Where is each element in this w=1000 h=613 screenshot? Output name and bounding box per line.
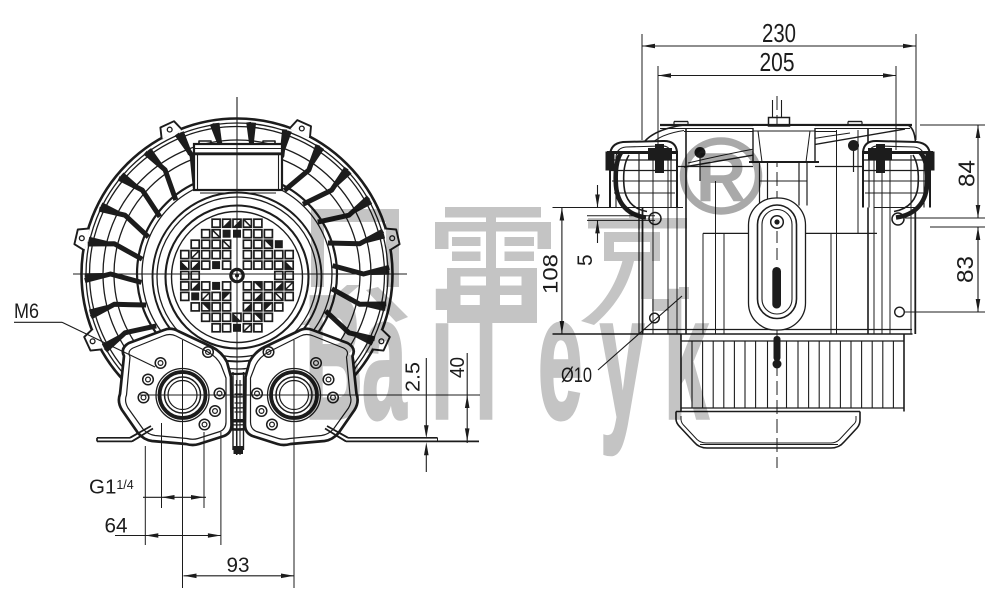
svg-text:64: 64 — [105, 514, 128, 538]
svg-text:108: 108 — [540, 254, 563, 294]
svg-text:Ø10: Ø10 — [561, 364, 592, 387]
svg-text:B: B — [305, 258, 363, 455]
svg-text:93: 93 — [227, 553, 250, 577]
svg-text:l: l — [475, 258, 497, 455]
svg-text:83: 83 — [952, 256, 978, 283]
svg-text:84: 84 — [954, 160, 980, 187]
svg-text:M6: M6 — [14, 300, 39, 323]
svg-text:205: 205 — [760, 47, 795, 77]
svg-text:R: R — [696, 138, 747, 216]
svg-text:5: 5 — [574, 254, 597, 266]
svg-text:k: k — [664, 258, 709, 455]
svg-text:y: y — [600, 258, 644, 455]
svg-text:230: 230 — [762, 18, 796, 48]
svg-text:e: e — [538, 258, 582, 455]
svg-text:2.5: 2.5 — [402, 362, 425, 392]
svg-text:i: i — [431, 258, 453, 455]
svg-text:40: 40 — [446, 357, 469, 378]
svg-text:a: a — [362, 258, 407, 455]
